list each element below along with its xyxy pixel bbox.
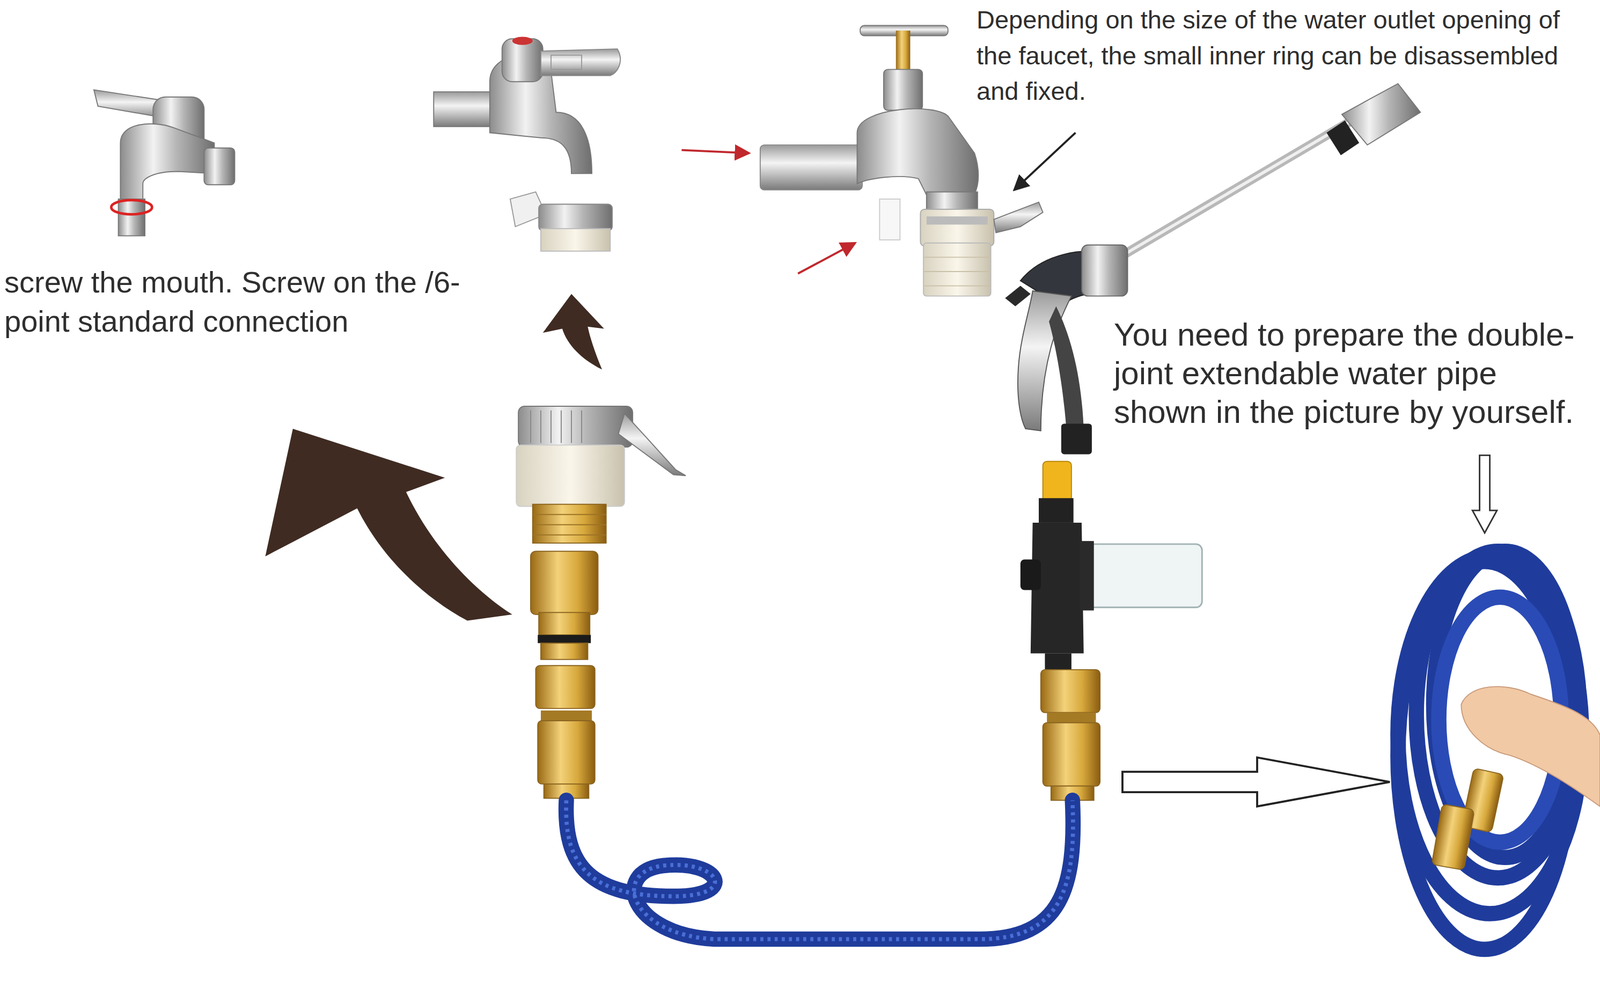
faucet-connector	[516, 406, 686, 798]
blue-hose	[566, 800, 1074, 939]
annotation-text: You need to prepare the double-joint ext…	[1113, 315, 1592, 432]
direction-arrow	[265, 428, 512, 621]
faucet-middle	[433, 36, 621, 174]
faucet-small	[93, 89, 235, 236]
pointer-arrow	[1014, 132, 1076, 190]
annotation-text: screw the mouth. Screw on the /6-point s…	[4, 262, 509, 342]
pointer-arrow	[681, 150, 750, 154]
outline-arrow	[1472, 454, 1497, 533]
hose-brass-ends	[1431, 767, 1504, 870]
outline-arrow	[1122, 757, 1390, 806]
pointer-arrow	[797, 243, 856, 274]
direction-arrow	[542, 294, 605, 370]
faucet-adapter-small	[510, 192, 613, 252]
hose-texture	[566, 800, 1074, 939]
foam-connector	[1020, 461, 1203, 801]
annotation-text: Depending on the size of the water outle…	[976, 2, 1594, 110]
